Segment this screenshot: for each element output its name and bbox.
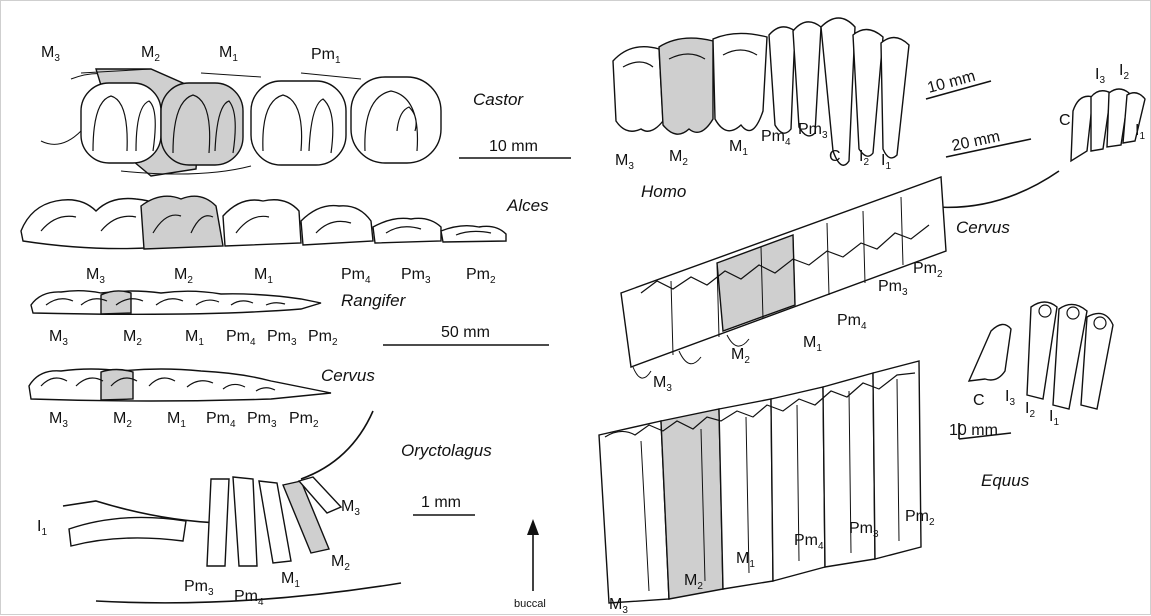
tooth-label: I1 [1135,122,1145,142]
tooth-label: M2 [731,346,750,366]
genus-homo: Homo [641,182,686,201]
genus-alces: Alces [506,196,549,215]
tooth-label: C [1059,112,1071,129]
tooth-label: M3 [653,374,672,394]
cervus-left-tooth-row [29,369,331,401]
tooth-label: Pm2 [308,328,338,348]
tooth-label: M2 [174,266,193,286]
genus-castor: Castor [473,90,524,109]
tooth-label: Pm4 [837,312,867,332]
arrow-up-icon [527,519,539,535]
tooth-label: Pm2 [913,260,943,280]
rangifer-labels: M3 M2 M1 Pm4 Pm3 Pm2 [49,328,338,348]
tooth-label: M3 [341,498,360,518]
rangifer-tooth-row [31,291,321,315]
tooth-label: I2 [1119,62,1129,82]
equus-tooth-row [599,361,921,603]
tooth-label: Pm4 [206,410,236,430]
castor-tooth-row [41,69,441,176]
scale-label-castor: 10 mm [489,138,538,155]
alces-labels: M3 M2 M1 Pm4 Pm3 Pm2 [86,266,496,286]
genus-rangifer: Rangifer [341,291,407,310]
cervus-left-labels: M3 M2 M1 Pm4 Pm3 Pm2 [49,410,319,430]
castor-label-pm1: Pm1 [311,46,341,66]
tooth-label: Pm2 [466,266,496,286]
tooth-label: Pm3 [878,278,908,298]
genus-equus: Equus [981,471,1030,490]
genus-cervus-right: Cervus [956,218,1010,237]
tooth-label: Pm4 [226,328,256,348]
genus-cervus-left: Cervus [321,366,375,385]
tooth-label: M3 [49,328,68,348]
tooth-label: M1 [185,328,204,348]
tooth-label: I1 [37,518,47,538]
tooth-label: Pm4 [234,588,264,608]
castor-label-m3: M3 [41,44,60,64]
tooth-label: M3 [49,410,68,430]
tooth-label: M1 [803,334,822,354]
buccal-direction-indicator: buccal [514,519,546,610]
tooth-label: Pm2 [289,410,319,430]
tooth-label: M1 [729,138,748,158]
scale-label-oryctolagus: 1 mm [421,494,461,511]
tooth-label: Pm3 [798,121,828,141]
tooth-label: Pm3 [267,328,297,348]
tooth-label: M2 [669,148,688,168]
scale-label-equus: 10 mm [949,422,998,439]
tooth-label: M2 [331,553,350,573]
tooth-label: M2 [123,328,142,348]
tooth-label: M2 [113,410,132,430]
tooth-label: M3 [615,152,634,172]
tooth-label: I1 [1049,408,1059,428]
alces-tooth-row [21,196,506,249]
tooth-label: M1 [254,266,273,286]
tooth-label: Pm4 [341,266,371,286]
castor-labels: M3 M2 M1 Pm1 [41,44,341,66]
tooth-label: Pm3 [401,266,431,286]
tooth-label: M3 [86,266,105,286]
genus-oryctolagus: Oryctolagus [401,441,492,460]
castor-label-m2: M2 [141,44,160,64]
tooth-label: I3 [1005,388,1015,408]
tooth-label: Pm3 [184,578,214,598]
tooth-label: I3 [1095,66,1105,86]
tooth-label: Pm3 [247,410,277,430]
tooth-label: C [829,148,841,165]
equus-incisors [969,302,1113,409]
tooth-label: C [973,392,985,409]
tooth-label: M1 [167,410,186,430]
buccal-label: buccal [514,598,546,610]
scale-label-middle: 50 mm [441,324,490,341]
tooth-label: I2 [1025,400,1035,420]
tooth-label: M1 [281,570,300,590]
castor-label-m1: M1 [219,44,238,64]
